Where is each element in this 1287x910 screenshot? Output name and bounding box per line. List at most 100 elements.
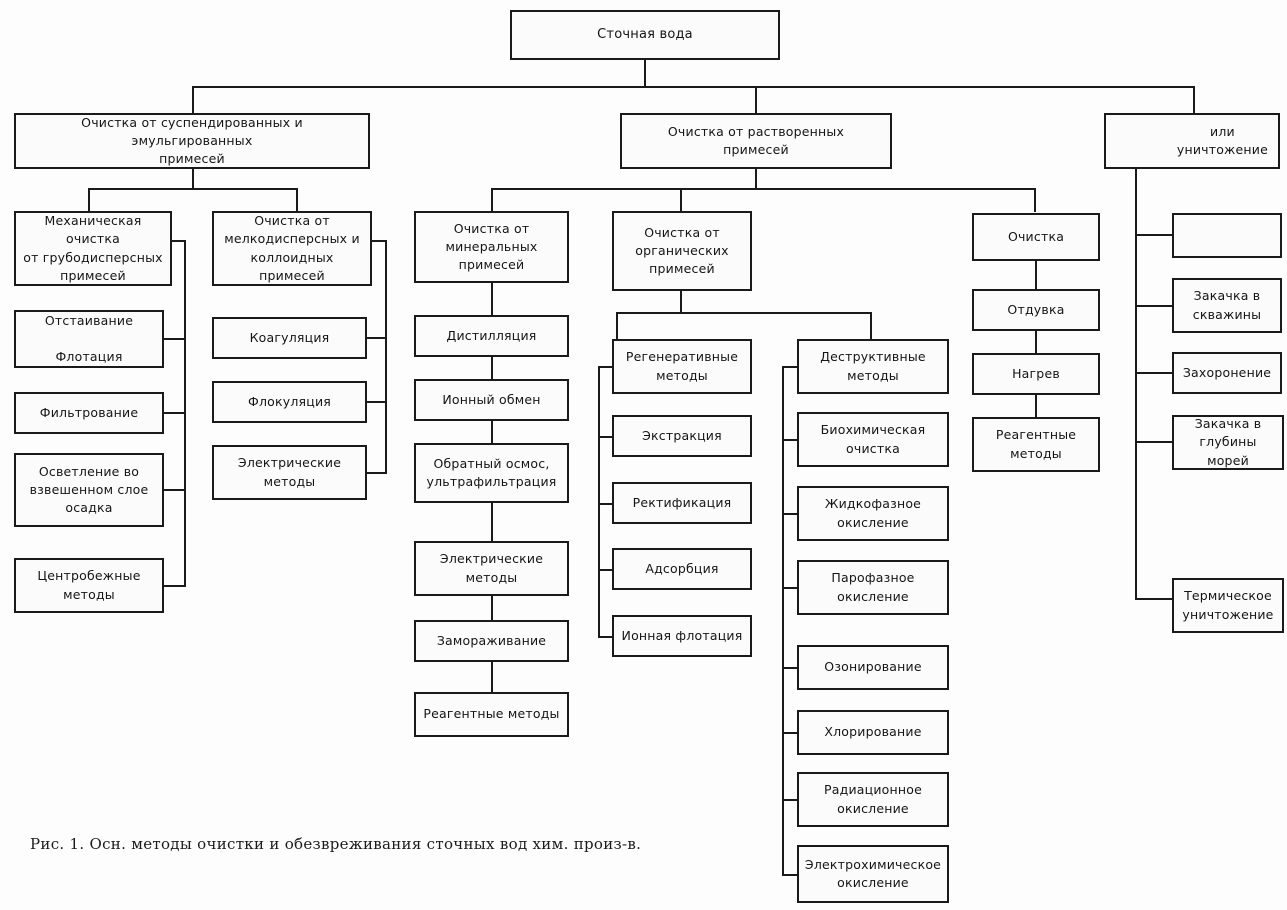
node-label: Центробежные методы [37,568,141,602]
connector-disposal-to-empty [1135,234,1174,236]
node-mechanical-cleaning: Механическая очистка от грубодисперсных … [14,211,172,286]
node-label: Электрохимическое окисление [804,856,942,890]
node-label: Обратный осмос, ультрафильтрация [426,455,557,489]
connector-mechanical-to-head [172,240,186,242]
node-label: Ректификация [632,494,732,510]
node-thermal-destruction: Термическое уничтожение [1172,578,1284,633]
node-flocculation: Флокуляция [212,381,367,423]
node-label: Очистка от суспендированных и эмульгиров… [81,114,303,167]
connector-root-stem [644,60,646,87]
connector-disposal-to-thermal [1135,598,1174,600]
connector-fine-to-flocculation [367,401,387,403]
node-label: Биохимическая очистка [820,422,926,456]
connector-top-bus [192,86,1195,88]
connector-disposal-to-burial [1135,372,1174,374]
node-injection-into-sea-depths: Закачка в глубины морей [1172,415,1284,470]
connector-destructive-to-electrochemical [782,874,799,876]
node-label: Хлорирование [824,724,922,740]
node-label: Очистка от мелкодисперсных и коллоидных … [224,213,360,283]
node-label: Закачка в глубины морей [1194,416,1262,468]
node-label: Очистка от растворенных примесей [667,123,845,157]
node-mineral-impurities-cleaning: Очистка от минеральных примесей [414,211,569,283]
node-destructive-methods: Деструктивные методы [797,339,949,394]
node-disposal-empty [1172,213,1282,258]
node-label: Радиационное окисление [824,782,922,816]
connector-mechanical-to-centrifugal [164,585,186,587]
node-suspended-impurities: Очистка от суспендированных и эмульгиров… [14,113,370,169]
node-electrical-methods-mineral: Электрические методы [414,541,569,596]
connector-cleaning-3 [1035,395,1037,417]
connector-disposal-to-sea [1135,441,1174,443]
node-electrochemical-oxidation: Электрохимическое окисление [797,845,949,903]
node-label: Захоронение [1182,364,1272,380]
node-reagent-methods-cleaning: Реагентные методы [972,417,1100,472]
connector-fine-to-head [372,240,387,242]
node-label: Очистка от минеральных примесей [445,220,538,273]
connector-organic-drop-destructive [870,312,872,340]
connector-organic-stem [680,291,682,313]
node-reagent-methods-mineral: Реагентные методы [414,692,569,737]
node-cleaning: Очистка [972,213,1100,261]
connector-dissolved-bus [491,188,1036,190]
node-label: Механическая очистка от грубодисперсных … [23,213,163,283]
node-burial: Захоронение [1172,352,1282,394]
connector-regenerative-to-adsorption [598,569,614,571]
connector-destructive-to-radiation [782,799,799,801]
node-label: Закачка в скважины [1192,288,1262,322]
node-ozonation: Озонирование [797,645,949,690]
node-label: Ионный обмен [442,391,541,407]
connector-suspended-drop-mech [88,188,90,212]
connector-dissolved-drop-organic [680,188,682,212]
node-root-wastewater: Сточная вода [510,10,780,60]
node-label: Адсорбция [645,560,719,576]
connector-top-drop-right [1193,86,1195,114]
node-label: Осветление во взвешенном слое осадка [29,463,149,516]
node-reverse-osmosis: Обратный осмос, ультрафильтрация [414,443,569,503]
connector-destructive-to-liquidphase [782,513,799,515]
connector-destructive-spine [782,366,784,874]
node-label: Экстракция [642,427,722,443]
connector-mineral-4 [491,503,493,541]
node-chlorination: Хлорирование [797,710,949,755]
connector-dissolved-drop-mineral [491,188,493,212]
connector-organic-bus [616,312,872,314]
figure-caption: Рис. 1. Осн. методы очистки и обезврежив… [30,835,642,853]
connector-cleaning-1 [1035,261,1037,289]
connector-disposal-to-wells [1135,305,1174,307]
node-label: Сточная вода [597,26,693,42]
node-label: Замораживание [436,632,547,648]
node-label: Отдувка [1007,301,1065,317]
node-label: Электрические методы [237,455,342,489]
node-label: Электрические методы [439,551,544,585]
node-centrifugal-methods: Центробежные методы [14,558,164,613]
node-ion-flotation: Ионная флотация [612,615,752,657]
connector-fine-spine [385,240,387,474]
node-clarification-suspended-layer: Осветление во взвешенном слое осадка [14,453,164,527]
connector-suspended-stem [192,169,194,189]
connector-regenerative-to-extraction [598,436,614,438]
node-organic-impurities-cleaning: Очистка от органических примесей [612,211,752,291]
connector-suspended-drop-fine [296,188,298,212]
node-label: или уничтожение [1176,123,1268,157]
node-label: Деструктивные методы [820,349,926,383]
connector-regenerative-spine [598,366,600,636]
node-freezing: Замораживание [414,620,569,662]
connector-destructive-to-biochemical [782,439,799,441]
node-liquid-phase-oxidation: Жидкофазное окисление [797,486,949,541]
node-label: Озонирование [824,659,922,675]
connector-mineral-3 [491,421,493,443]
connector-organic-drop-regenerative [616,312,618,340]
connector-mineral-6 [491,662,493,692]
node-label: Отстаивание Флотация [44,312,134,365]
connector-fine-to-coagulation [367,337,387,339]
node-label: Жидкофазное окисление [824,496,922,530]
connector-fine-to-electrical [367,472,387,474]
node-injection-into-wells: Закачка в скважины [1172,278,1282,333]
node-label: Очистка от органических примесей [635,224,729,277]
connector-disposal-stem [1135,169,1137,599]
node-biochemical-cleaning: Биохимическая очистка [797,412,949,467]
connector-mechanical-to-filtration [164,412,186,414]
node-vapor-phase-oxidation: Парофазное окисление [797,560,949,615]
connector-destructive-to-head [782,366,799,368]
